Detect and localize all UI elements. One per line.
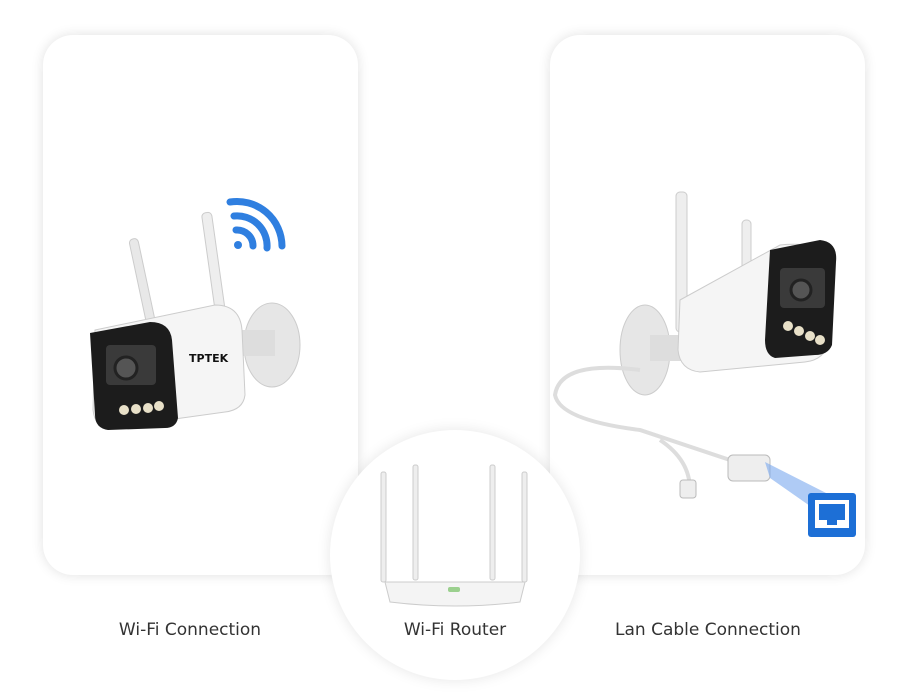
wifi-connection-card (43, 35, 358, 575)
wifi-connection-label: Wi-Fi Connection (118, 620, 262, 640)
wifi-icon (226, 197, 286, 252)
wifi-router-label: Wi-Fi Router (403, 620, 507, 640)
wifi-router (380, 464, 528, 607)
lan-cable-connection-label: Lan Cable Connection (615, 620, 801, 640)
router-circle (330, 430, 580, 680)
ethernet-port-icon (808, 493, 856, 537)
lan-camera (552, 191, 837, 520)
brand-logo: TPTEK (189, 352, 229, 365)
wifi-camera: TPTEK (90, 211, 301, 430)
